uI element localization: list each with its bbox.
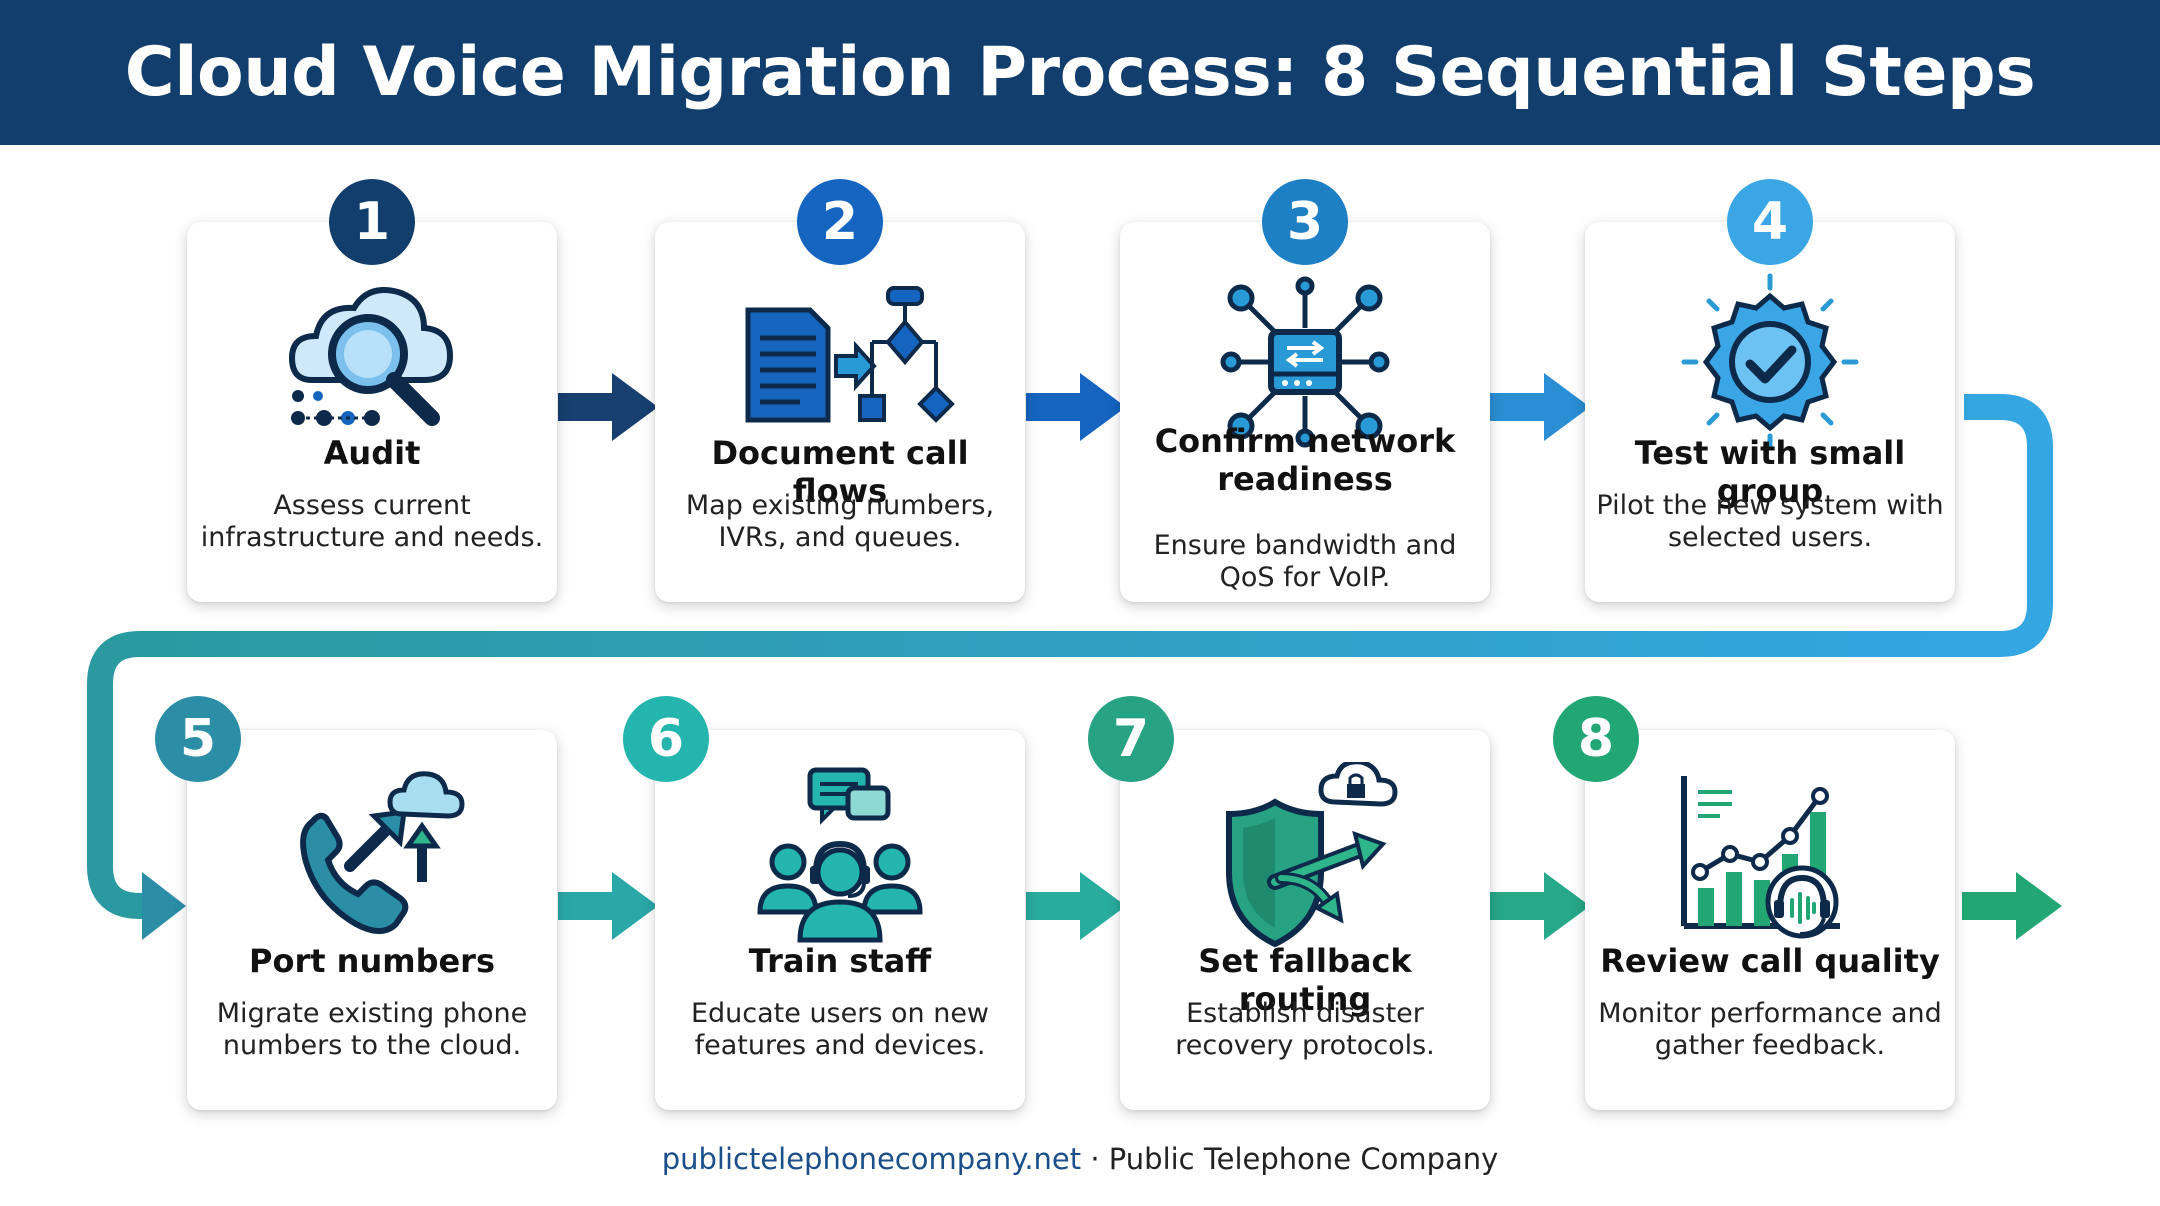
step-number-badge: 7 [1088,696,1174,782]
phone-to-cloud-icon [300,771,465,934]
arrow-1-2 [558,373,658,441]
step-number-badge: 4 [1727,179,1813,265]
footer-company: Public Telephone Company [1108,1142,1499,1176]
arrow-2-3 [1026,373,1126,441]
step-description: Map existing numbers, IVRs, and queues. [685,490,995,553]
step-description: Assess current infrastructure and needs. [200,490,544,553]
step-number-badge: 8 [1553,696,1639,782]
step-description: Pilot the new system with selected users… [1596,490,1944,553]
arrow-into-step-5 [142,872,186,940]
step-description: Establish disaster recovery protocols. [1175,998,1435,1061]
step-card-5: 5 Port numbers Migrate existing phone nu… [155,696,557,1110]
network-router-icon [1220,276,1390,448]
step-title: Train staff [748,942,932,980]
step-title: Confirm network readiness [1154,422,1456,498]
cloud-magnifier-icon [288,287,454,426]
arrow-5-6 [558,872,658,940]
header-banner: Cloud Voice Migration Process: 8 Sequent… [0,0,2160,145]
footer-credit: publictelephonecompany.net · Public Tele… [0,1142,2160,1176]
step-title: Review call quality [1600,942,1940,980]
step-card-8: 8 Review call quality Monitor performanc… [1553,696,1955,1110]
step-card-7: 7 Set fallback routing Establish disaste… [1088,696,1490,1110]
step-description: Migrate existing phone numbers to the cl… [216,998,528,1061]
step-number-badge: 1 [329,179,415,265]
step-card-2: 2 Document call flows Map existing numbe… [655,179,1025,602]
step-description: Monitor performance and gather feedback. [1598,998,1942,1061]
shield-routing-icon [1226,762,1398,948]
arrow-8-out [1962,872,2062,940]
step-number-badge: 2 [797,179,883,265]
document-flowchart-icon [745,286,955,423]
step-card-4: 4 Test with small group Pilot the new sy… [1585,179,1955,602]
step-number-badge: 5 [155,696,241,782]
step-title: Test with small group [1634,434,1906,510]
arrow-7-8 [1490,872,1590,940]
arrow-3-4 [1490,373,1590,441]
snake-connector [87,394,2053,919]
verified-badge-icon [1681,273,1859,451]
step-title: Set fallback routing [1198,942,1412,1018]
step-card-1: 1 Audit Assess current infrastructure an… [187,179,557,602]
step-title: Port numbers [249,942,495,980]
arrow-6-7 [1026,872,1126,940]
step-number-badge: 3 [1262,179,1348,265]
page-title: Cloud Voice Migration Process: 8 Sequent… [124,33,2036,112]
step-description: Educate users on new features and device… [690,998,990,1061]
step-card-6: 6 Train staff Educate users on new featu… [623,696,1025,1110]
footer-separator: · [1081,1142,1109,1176]
step-card-3: 3 Confirm network readiness Ensure bandw… [1120,179,1490,602]
footer-domain-link[interactable]: publictelephonecompany.net [661,1142,1082,1176]
step-number-badge: 6 [623,696,709,782]
chart-headset-icon [1681,776,1840,939]
step-title: Audit [323,434,421,472]
team-headset-icon [757,767,923,943]
step-title: Document call flows [711,434,969,510]
step-description: Ensure bandwidth and QoS for VoIP. [1153,530,1457,593]
